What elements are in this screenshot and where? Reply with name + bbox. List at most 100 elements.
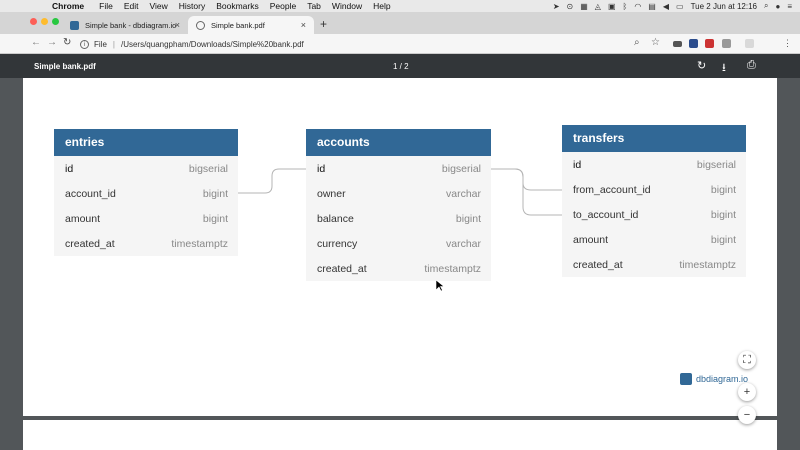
dbdiagram-favicon-icon (70, 20, 79, 30)
flag-icon[interactable]: ▤ (648, 1, 656, 11)
location-icon[interactable]: ➤ (552, 1, 560, 11)
extension-icon[interactable] (705, 39, 714, 48)
field-type: bigint (710, 233, 736, 246)
clock[interactable]: Tue 2 Jun at 12:16 (690, 1, 757, 11)
close-tab-icon[interactable]: × (174, 20, 180, 30)
more-menu-icon[interactable]: ⋮ (783, 38, 792, 48)
tab-pdf[interactable]: Simple bank.pdf × (188, 16, 314, 34)
field-name: to_account_id (573, 208, 639, 221)
menu-bookmarks[interactable]: Bookmarks (216, 1, 259, 11)
browser-toolbar: ← → ↻ i File | /Users/quangpham/Download… (0, 34, 800, 54)
field-name: created_at (65, 237, 115, 250)
menu-help[interactable]: Help (373, 1, 391, 11)
volume-icon[interactable]: ◀ (662, 1, 670, 11)
user-avatar-icon[interactable]: ● (775, 1, 781, 11)
field-type: bigint (455, 212, 481, 225)
table-row: account_id bigint (54, 181, 238, 206)
field-type: varchar (445, 187, 481, 200)
field-name: id (573, 158, 582, 171)
field-name: account_id (65, 187, 116, 200)
table-row: id bigserial (562, 152, 746, 177)
field-type: bigint (202, 187, 228, 200)
tab-title: Simple bank - dbdiagram.io (85, 20, 177, 30)
zoom-in-button[interactable]: + (738, 383, 756, 401)
field-name: amount (573, 233, 609, 246)
drive-icon[interactable]: ◬ (594, 1, 601, 11)
menu-window[interactable]: Window (331, 1, 363, 11)
spotlight-helper-icon[interactable]: ⊙ (566, 1, 574, 11)
table-row: amount bigint (562, 227, 746, 252)
extension-icon[interactable] (745, 39, 754, 48)
table-entries[interactable]: entries id bigserial account_id bigint a… (54, 129, 238, 256)
field-name: created_at (573, 258, 623, 271)
field-type: bigint (710, 208, 736, 221)
url-separator: | (112, 39, 115, 49)
close-tab-icon[interactable]: × (300, 20, 306, 30)
brand-text: dbdiagram.io (696, 374, 749, 384)
close-window-button[interactable] (30, 18, 37, 25)
bluetooth-icon[interactable]: ᛒ (622, 1, 628, 11)
mouse-cursor-icon (436, 280, 445, 292)
menu-history[interactable]: History (178, 1, 206, 11)
table-row: from_account_id bigint (562, 177, 746, 202)
table-row: to_account_id bigint (562, 202, 746, 227)
table-row: id bigserial (306, 156, 491, 181)
info-icon[interactable]: i (80, 39, 89, 49)
fit-to-page-button[interactable]: ⛶ (738, 351, 756, 369)
table-row: created_at timestamptz (562, 252, 746, 277)
field-type: bigint (202, 212, 228, 225)
docker-icon[interactable]: ▦ (580, 1, 588, 11)
zoom-window-button[interactable] (52, 18, 59, 25)
extension-icon[interactable] (722, 39, 731, 48)
field-name: owner (317, 187, 346, 200)
notification-badge-icon[interactable]: ▣ (607, 1, 616, 11)
menu-view[interactable]: View (149, 1, 168, 11)
battery-icon[interactable]: ▭ (676, 1, 684, 11)
download-icon[interactable]: ⭳ (722, 62, 726, 74)
bookmark-star-icon[interactable]: ☆ (651, 37, 660, 48)
menu-tab[interactable]: Tab (307, 1, 321, 11)
menu-edit[interactable]: Edit (123, 1, 139, 11)
field-name: currency (317, 237, 358, 250)
rotate-icon[interactable]: ↻ (697, 60, 707, 72)
extension-icon[interactable] (689, 39, 698, 48)
back-arrow-icon[interactable]: ← (31, 37, 41, 48)
table-row: balance bigint (306, 206, 491, 231)
field-name: from_account_id (573, 183, 651, 196)
table-transfers[interactable]: transfers id bigserial from_account_id b… (562, 125, 746, 277)
table-header: entries (54, 129, 238, 156)
url-text: /Users/quangpham/Downloads/Simple%20bank… (120, 39, 304, 49)
pdf-title: Simple bank.pdf (34, 62, 96, 71)
minimize-window-button[interactable] (41, 18, 48, 25)
field-name: id (317, 162, 326, 175)
table-accounts[interactable]: accounts id bigserial owner varchar bala… (306, 129, 491, 281)
forward-arrow-icon[interactable]: → (47, 37, 57, 48)
field-name: created_at (317, 262, 367, 275)
zoom-out-button[interactable]: − (738, 406, 756, 424)
table-header: transfers (562, 125, 746, 152)
table-row: id bigserial (54, 156, 238, 181)
tab-title: Simple bank.pdf (211, 20, 265, 30)
field-type: timestamptz (679, 258, 736, 271)
menu-file[interactable]: File (99, 1, 113, 11)
tab-dbdiagram[interactable]: Simple bank - dbdiagram.io × (62, 16, 188, 34)
new-tab-button[interactable]: + (320, 17, 328, 31)
field-type: timestamptz (171, 237, 228, 250)
search-icon[interactable]: ⌕ (764, 1, 769, 10)
app-menu[interactable]: Chrome (52, 1, 85, 11)
table-row: currency varchar (306, 231, 491, 256)
extension-icon[interactable] (673, 41, 682, 47)
field-type: varchar (445, 237, 481, 250)
field-type: timestamptz (424, 262, 481, 275)
reload-icon[interactable]: ↻ (63, 37, 72, 48)
wifi-icon[interactable]: ◠ (634, 1, 642, 11)
page-indicator: 1 / 2 (393, 62, 409, 71)
print-icon[interactable]: ⎙ (747, 59, 756, 71)
menu-people[interactable]: People (269, 1, 297, 11)
control-center-icon[interactable]: ≡ (787, 1, 792, 11)
address-bar[interactable]: i File | /Users/quangpham/Downloads/Simp… (80, 37, 668, 51)
field-type: bigint (710, 183, 736, 196)
field-type: bigserial (188, 162, 228, 175)
zoom-search-icon[interactable]: ⌕ (634, 37, 640, 48)
field-type: bigserial (696, 158, 736, 171)
